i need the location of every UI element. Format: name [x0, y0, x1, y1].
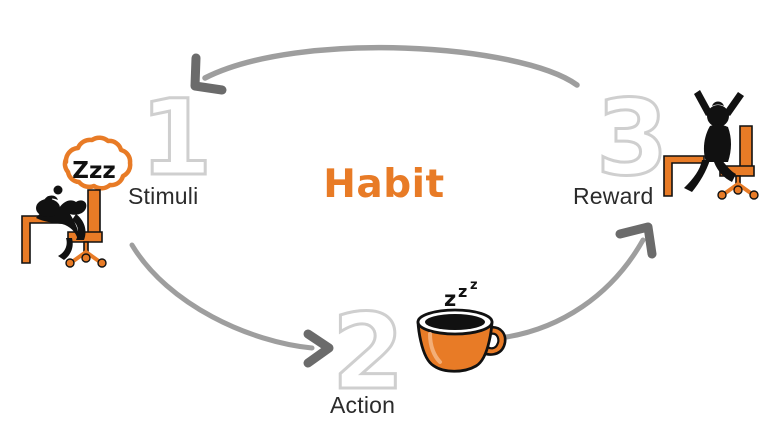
- step-number-1: 1: [138, 77, 213, 199]
- thought-bubble-icon: Zzz: [40, 135, 133, 208]
- bubble-text-zzz: Zzz: [72, 158, 115, 184]
- arrowhead-up-right-icon: [615, 222, 657, 259]
- arrowhead-left-icon: [190, 53, 227, 95]
- arrow-stimuli-to-action: [129, 242, 334, 368]
- arrow-reward-to-stimuli: [190, 44, 580, 95]
- office-chair-icon: [65, 189, 107, 268]
- sleeping-person-at-desk-icon: Zzz: [21, 135, 133, 268]
- step-number-2: 2: [330, 291, 405, 413]
- coffee-zzz-icon: z z z: [444, 278, 478, 311]
- step-label-stimuli: Stimuli: [128, 183, 199, 209]
- svg-text:z: z: [470, 278, 478, 293]
- desk-icon: [663, 155, 705, 197]
- arrow-action-to-reward: [497, 222, 657, 341]
- step-label-action: Action: [330, 392, 396, 418]
- svg-text:z: z: [458, 282, 467, 301]
- arrowhead-right-icon: [303, 329, 334, 368]
- person-silhouette: [36, 195, 87, 260]
- coffee-cup-icon: z z z: [416, 278, 507, 373]
- celebrating-person-icon: [663, 90, 759, 200]
- step-label-reward: Reward: [573, 183, 654, 209]
- person-silhouette: [684, 90, 744, 192]
- page-title: Habit: [323, 162, 445, 207]
- step-number-3: 3: [594, 77, 669, 199]
- svg-text:z: z: [444, 287, 456, 311]
